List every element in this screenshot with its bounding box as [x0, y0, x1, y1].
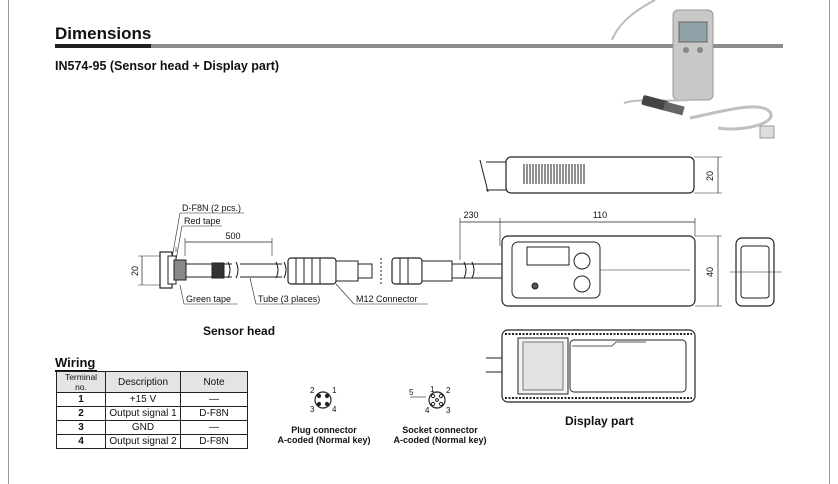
- dim-width: 110: [593, 210, 607, 220]
- label-dfn: D-F8N (2 pcs.): [182, 203, 241, 213]
- title-rule-accent: [55, 44, 151, 48]
- header-terminal: Terminal no.: [56, 371, 106, 393]
- socket-pin-5: 5: [409, 388, 414, 397]
- cell-note: D-F8N: [180, 406, 248, 421]
- cell-terminal: 3: [56, 420, 106, 435]
- title-rule: [55, 44, 783, 48]
- socket-pin-3: 3: [446, 406, 451, 415]
- plug-connector-diagram: [314, 391, 332, 409]
- product-photo: [611, 0, 775, 139]
- dim-cable: 230: [463, 210, 478, 220]
- socket-caption-line2: A-coded (Normal key): [393, 435, 487, 445]
- table-header-row: Terminal no. Description Note: [56, 371, 248, 393]
- display-part-caption: Display part: [565, 414, 634, 428]
- dim-height: 40: [705, 267, 715, 277]
- header-description: Description: [105, 371, 181, 393]
- cell-description: GND: [105, 420, 181, 435]
- dim-length: 500: [225, 231, 240, 241]
- dim-head-height: 20: [130, 266, 140, 276]
- page-border-right: [829, 0, 830, 484]
- page-border-left: [8, 0, 9, 484]
- cell-description: +15 V: [105, 392, 181, 407]
- cell-terminal: 1: [56, 392, 106, 407]
- header-note: Note: [180, 371, 248, 393]
- dim-thickness: 20: [705, 171, 715, 181]
- cell-description: Output signal 1: [105, 406, 181, 421]
- label-tube: Tube (3 places): [258, 294, 320, 304]
- table-row: 1 +15 V —: [56, 392, 248, 407]
- cell-note: —: [180, 392, 248, 407]
- plug-caption-line1: Plug connector: [291, 425, 357, 435]
- sensor-head-drawing: [138, 212, 488, 305]
- wiring-table: Terminal no. Description Note 1 +15 V — …: [56, 371, 248, 449]
- display-side-view: [479, 156, 722, 194]
- socket-pin-2: 2: [446, 386, 451, 395]
- table-row: 4 Output signal 2 D-F8N: [56, 434, 248, 449]
- socket-connector-caption: Socket connector A-coded (Normal key): [384, 425, 496, 445]
- cell-note: D-F8N: [180, 434, 248, 449]
- socket-pin-4: 4: [425, 406, 430, 415]
- page-title: Dimensions: [55, 24, 152, 43]
- label-m12: M12 Connector: [356, 294, 418, 304]
- cell-note: —: [180, 420, 248, 435]
- vent-slots: [523, 164, 585, 184]
- cell-terminal: 4: [56, 434, 106, 449]
- cell-description: Output signal 2: [105, 434, 181, 449]
- plug-caption-line2: A-coded (Normal key): [277, 435, 371, 445]
- wiring-title: Wiring: [55, 355, 96, 370]
- plug-pin-1: 1: [332, 386, 337, 395]
- plug-pin-2: 2: [310, 386, 315, 395]
- label-red-tape: Red tape: [184, 216, 221, 226]
- socket-caption-line1: Socket connector: [402, 425, 478, 435]
- label-green-tape: Green tape: [186, 294, 231, 304]
- display-front-view: [458, 218, 722, 307]
- sensor-head-caption: Sensor head: [203, 324, 276, 338]
- table-row: 3 GND —: [56, 420, 248, 435]
- display-back-view: [486, 329, 696, 403]
- plug-connector-caption: Plug connector A-coded (Normal key): [268, 425, 380, 445]
- page-subtitle: IN574-95 (Sensor head + Display part): [55, 59, 280, 73]
- table-row: 2 Output signal 1 D-F8N: [56, 406, 248, 421]
- display-end-view: [730, 237, 782, 307]
- socket-pin-1: 1: [430, 385, 435, 394]
- cell-terminal: 2: [56, 406, 106, 421]
- plug-pin-4: 4: [332, 405, 337, 414]
- socket-connector-diagram: [410, 391, 446, 409]
- plug-pin-3: 3: [310, 405, 315, 414]
